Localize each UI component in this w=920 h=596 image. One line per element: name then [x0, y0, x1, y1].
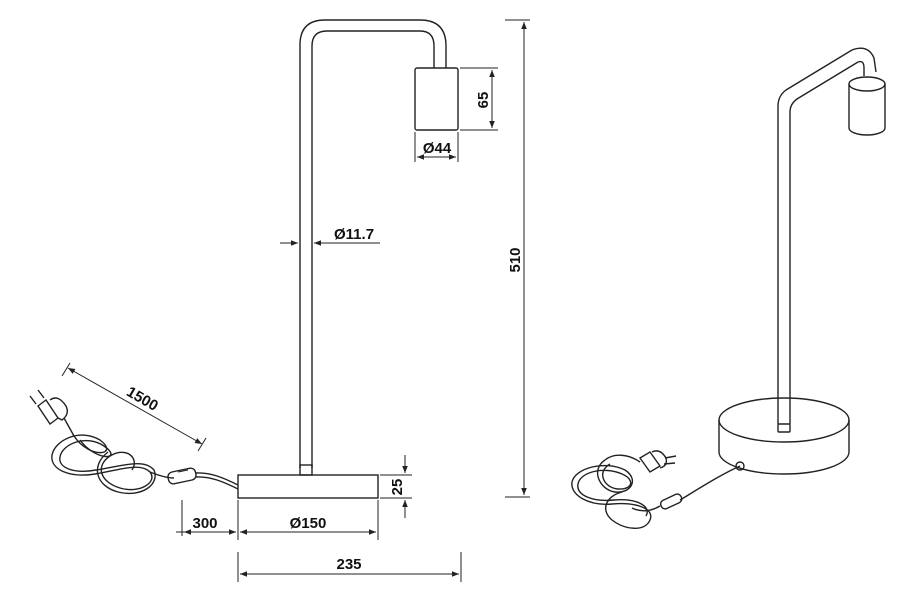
label-stem-diameter: Ø11.7: [334, 226, 374, 243]
label-total-width: 235: [336, 556, 361, 573]
perspective-stem: [777, 49, 859, 424]
perspective-plug-icon: [604, 450, 677, 473]
perspective-base: [718, 420, 850, 475]
inline-switch: [167, 467, 239, 490]
dim-total-height: 510: [505, 19, 530, 498]
coiled-cable: [51, 434, 175, 495]
dim-total-width: 235: [237, 552, 462, 582]
label-base-diameter: Ø150: [290, 515, 327, 532]
label-switch-distance: 300: [192, 515, 217, 532]
dim-base-height: 25: [380, 455, 412, 518]
lamp-stem: [299, 19, 447, 468]
dim-stem-diameter: Ø11.7: [280, 226, 380, 246]
perspective-view: [571, 47, 886, 529]
plug-icon: [29, 389, 75, 437]
perspective-coiled-cable: [571, 459, 652, 529]
label-shade-height: 65: [475, 92, 492, 109]
label-shade-diameter: Ø44: [423, 140, 452, 157]
perspective-shade: [848, 76, 886, 136]
dim-base-diameter: Ø150: [237, 500, 379, 540]
dim-switch-distance: 300: [176, 500, 236, 536]
lamp-shade: [414, 67, 459, 131]
dim-shade-height: 65: [460, 67, 498, 131]
perspective-base-top: [718, 397, 850, 443]
dim-cable-length: 1500: [61, 362, 207, 452]
dim-shade-diameter: Ø44: [414, 132, 459, 162]
stem-collar: [299, 464, 313, 476]
lamp-base: [237, 474, 379, 499]
label-total-height: 510: [507, 247, 524, 272]
front-view: 65 Ø44 Ø11.7 510 25: [29, 19, 530, 582]
label-base-height: 25: [389, 479, 406, 496]
